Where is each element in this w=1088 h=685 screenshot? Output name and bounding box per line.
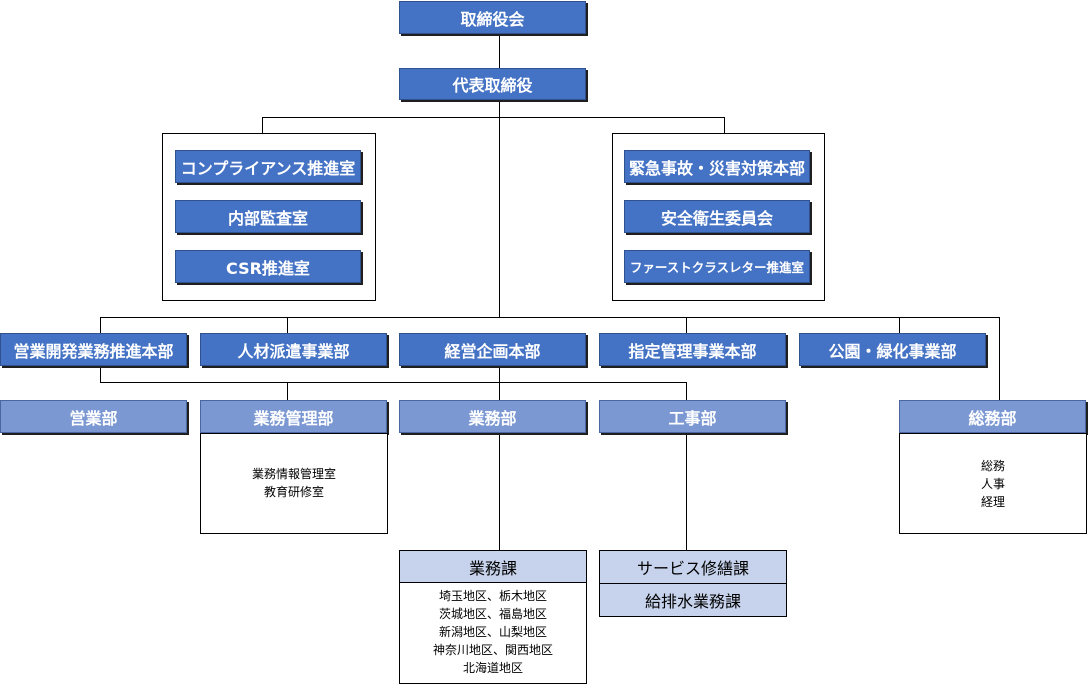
- connector: [499, 34, 500, 68]
- dept-construction: 工事部: [599, 400, 786, 433]
- region-line: 埼玉地区、栃木地区: [438, 589, 547, 603]
- dept-general-affairs-details: [899, 433, 1087, 534]
- connector: [262, 117, 725, 118]
- connector: [499, 366, 500, 401]
- region-line: 北海道地区: [462, 661, 523, 675]
- unit-general: 総務: [980, 459, 1005, 473]
- section-service-repair: サービス修繕課: [599, 550, 787, 584]
- unit-hr: 人事: [980, 477, 1005, 491]
- division-parks-greening: 公園・緑化事業部: [799, 333, 986, 366]
- division-staffing: 人材派遣事業部: [200, 333, 387, 366]
- division-sales-development: 営業開発業務推進本部: [0, 333, 187, 366]
- connector: [686, 317, 687, 334]
- dept-sales: 営業部: [0, 400, 187, 433]
- safety-health-committee: 安全衛生委員会: [624, 200, 810, 233]
- connector: [100, 366, 101, 382]
- business-management-units: 業務情報管理室 教育研修室: [200, 465, 388, 501]
- operations-regions: 埼玉地区、栃木地区 茨城地区、福島地区 新潟地区、山梨地区 神奈川地区、関西地区…: [399, 587, 587, 677]
- csr-office: CSR推進室: [175, 250, 361, 283]
- unit-info-management: 業務情報管理室: [251, 467, 336, 481]
- connector: [287, 382, 288, 401]
- connector: [287, 317, 288, 334]
- emergency-hq: 緊急事故・災害対策本部: [624, 150, 810, 183]
- connector: [899, 317, 900, 334]
- unit-training: 教育研修室: [263, 485, 324, 499]
- region-line: 茨城地区、福島地区: [438, 607, 547, 621]
- section-plumbing: 給排水業務課: [599, 583, 787, 617]
- connector: [686, 382, 687, 401]
- connector: [100, 317, 1000, 318]
- region-line: 新潟地区、山梨地区: [438, 625, 547, 639]
- section-operations: 業務課: [399, 550, 587, 583]
- connector: [262, 117, 263, 134]
- dept-operations: 業務部: [399, 400, 586, 433]
- connector: [100, 317, 101, 334]
- connector: [724, 117, 725, 134]
- connector: [499, 100, 500, 318]
- division-corporate-planning: 経営企画本部: [399, 333, 586, 366]
- internal-audit-office: 内部監査室: [175, 200, 361, 233]
- general-affairs-units: 総務 人事 経理: [899, 457, 1087, 511]
- representative-director: 代表取締役: [399, 68, 586, 100]
- dept-business-management: 業務管理部: [200, 400, 387, 433]
- board-of-directors: 取締役会: [399, 1, 586, 34]
- connector: [499, 433, 500, 551]
- unit-accounting: 経理: [980, 495, 1005, 509]
- region-line: 神奈川地区、関西地区: [432, 643, 553, 657]
- dept-general-affairs: 総務部: [899, 400, 1086, 433]
- first-class-letter-office: ファーストクラスレター推進室: [624, 250, 810, 283]
- division-designated-management: 指定管理事業本部: [599, 333, 786, 366]
- connector: [999, 317, 1000, 401]
- connector: [686, 433, 687, 551]
- dept-business-management-details: [200, 433, 388, 534]
- compliance-office: コンプライアンス推進室: [175, 150, 361, 183]
- section-operations-details: [399, 582, 587, 684]
- connector: [100, 382, 687, 383]
